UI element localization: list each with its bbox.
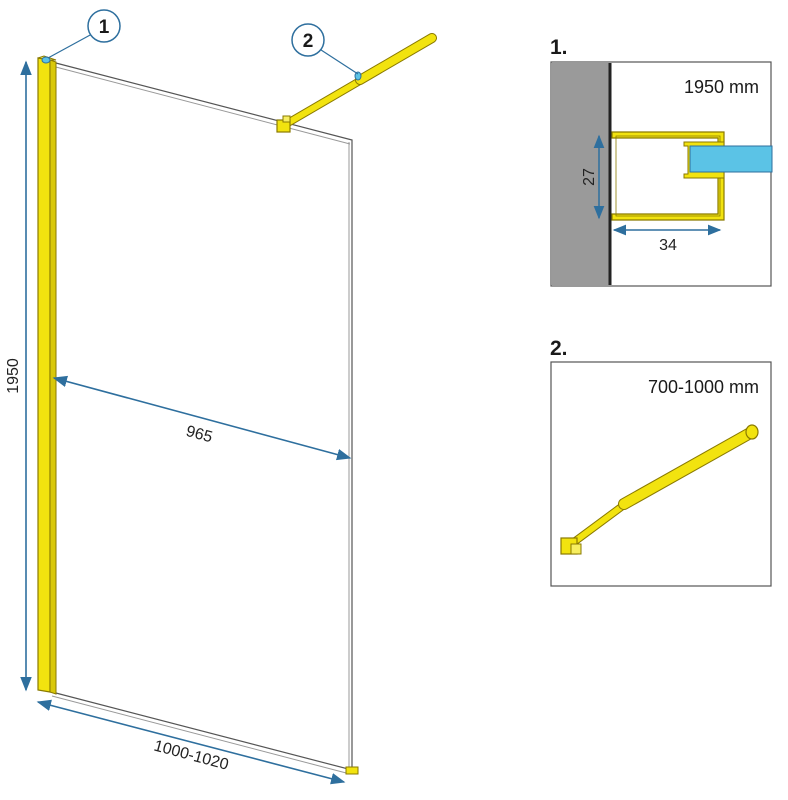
callout-2-marker: 2	[291, 23, 359, 75]
callout-1-label: 1	[99, 17, 110, 38]
callout-1-marker: 1	[41, 9, 121, 64]
detail-1-box: 1950 mm 27 34	[550, 61, 773, 287]
detail-2-box: 700-1000 mm	[550, 361, 772, 587]
callout-2-label: 2	[303, 31, 314, 52]
glass-section	[689, 145, 773, 173]
callout-2-circle	[291, 23, 325, 57]
glass-width-dimension: 965	[52, 375, 352, 461]
stabilizer-bar	[276, 33, 437, 133]
wall-profile	[37, 55, 57, 695]
detail-1-size-label: 1950 mm	[684, 77, 759, 97]
detail-2-size-label: 700-1000 mm	[648, 377, 759, 397]
detail-2-heading: 2.	[550, 337, 568, 360]
stabilizer-bar-detail	[560, 424, 759, 555]
height-label: 1950	[5, 358, 22, 394]
profile-depth-label: 34	[659, 237, 677, 254]
wall-width-label: 1000-1020	[152, 738, 230, 774]
floor-clamp	[345, 766, 359, 775]
glass-width-label: 965	[184, 423, 214, 446]
callout-1-circle	[87, 9, 121, 43]
detail-1-heading: 1.	[550, 36, 568, 59]
profile-height-label: 27	[581, 168, 598, 186]
height-dimension: 1950	[5, 60, 32, 692]
